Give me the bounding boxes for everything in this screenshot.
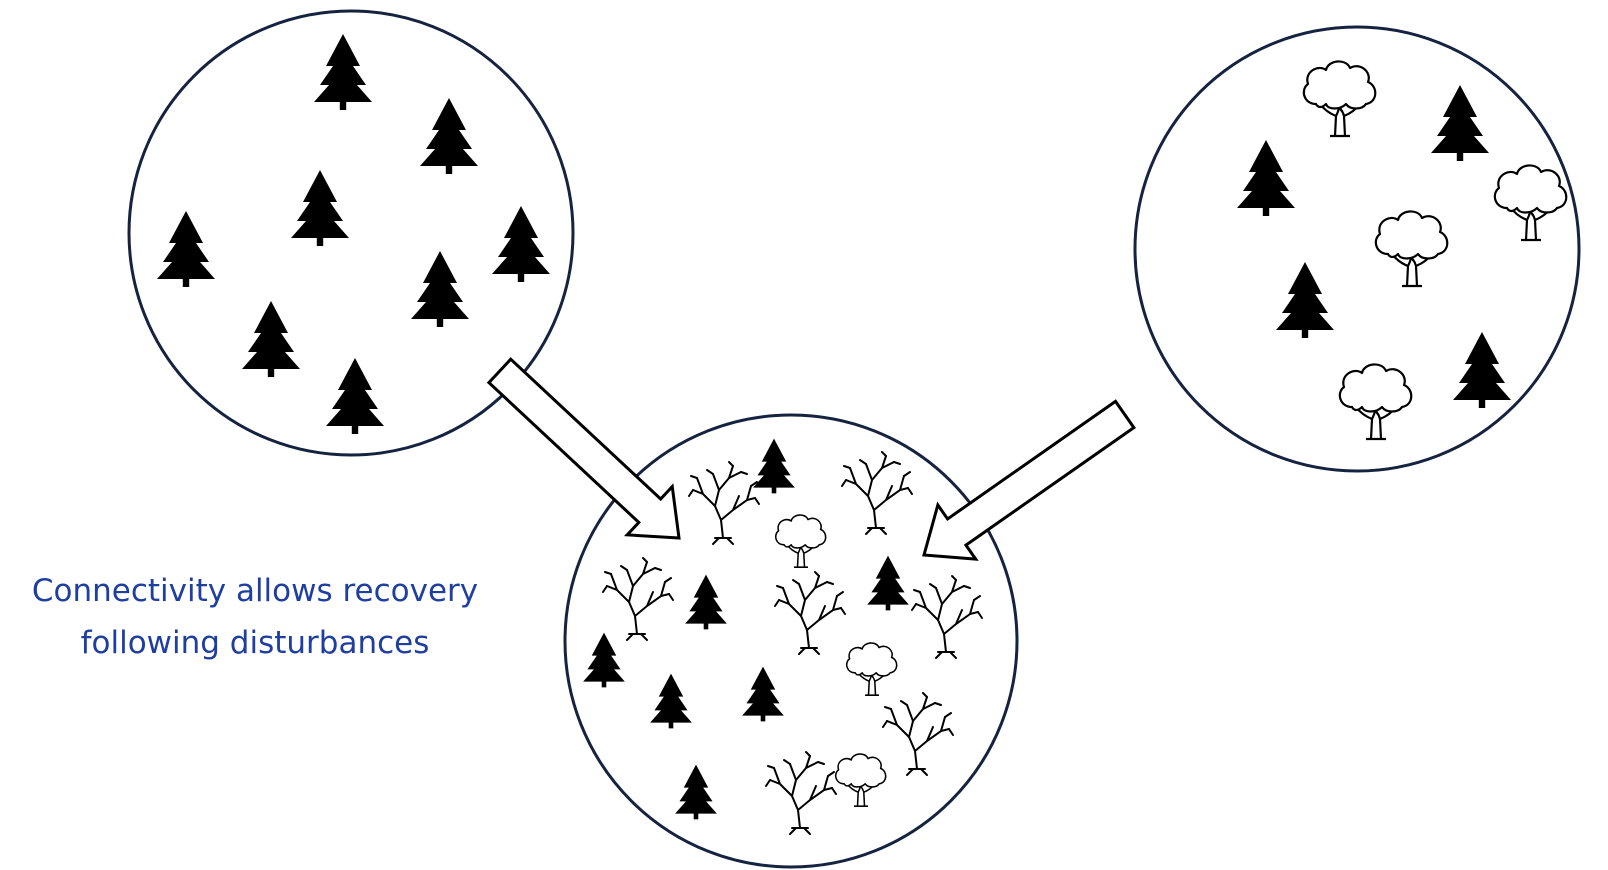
patch-circle <box>127 9 575 457</box>
conifer-patch <box>127 9 575 457</box>
caption-line-2: following disturbances <box>80 625 430 661</box>
diagram-caption: Connectivity allows recovery following d… <box>0 565 510 669</box>
caption-line-1: Connectivity allows recovery <box>31 573 479 609</box>
mixed-patch <box>1133 25 1581 473</box>
